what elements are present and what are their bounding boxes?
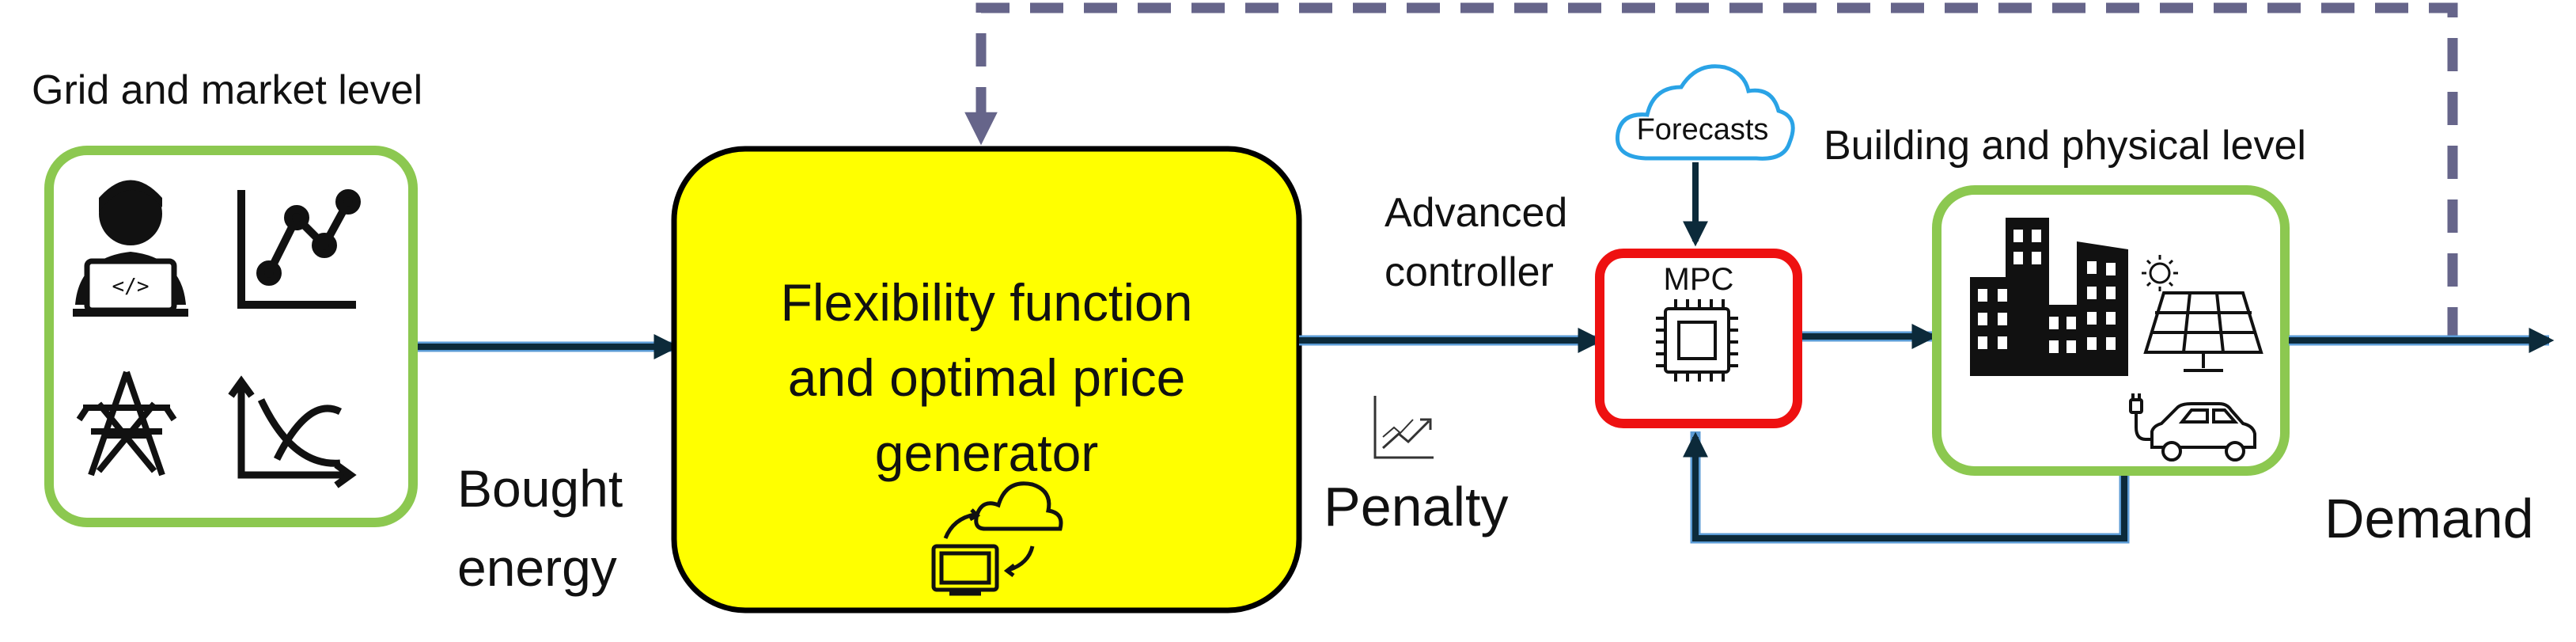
building-physical-label: Building and physical level	[1824, 123, 2306, 169]
flexibility-title-line2: and optimal price	[787, 348, 1186, 407]
cpu-chip-icon	[1656, 299, 1738, 382]
demand-label: Demand	[2324, 488, 2534, 549]
forecasts-cloud-icon	[1615, 64, 1795, 161]
grid-market-label: Grid and market level	[32, 67, 423, 113]
line-chart-icon	[237, 189, 361, 309]
cloud-computer-sync-icon	[931, 481, 1063, 596]
bought-energy-label-line2: energy	[457, 538, 617, 597]
svg-text:</>: </>	[112, 275, 150, 298]
flexibility-title-line3: generator	[874, 424, 1099, 482]
city-buildings-icon	[1970, 218, 2128, 376]
advanced-controller-label-line1: Advanced	[1385, 190, 1568, 236]
mpc-label: MPC	[1663, 262, 1734, 297]
developer-laptop-icon: </>	[73, 180, 188, 317]
feedback-dashed-line	[964, 2, 2458, 340]
power-pylon-icon	[76, 370, 177, 477]
advanced-controller-label-line2: controller	[1385, 249, 1554, 295]
trend-up-chart-icon	[1373, 396, 1434, 459]
sun-icon	[2142, 255, 2178, 291]
flexibility-function-box	[671, 146, 1302, 614]
penalty-label: Penalty	[1324, 476, 1509, 538]
solar-panel-icon	[2143, 291, 2263, 372]
mpc-box	[1595, 249, 1802, 428]
flexibility-title-line1: Flexibility function	[780, 273, 1193, 332]
forecasts-label: Forecasts	[1636, 113, 1769, 146]
bought-energy-label-line1: Bought	[457, 459, 623, 518]
decreasing-curve-icon	[228, 375, 357, 488]
electric-car-icon	[2129, 393, 2256, 462]
